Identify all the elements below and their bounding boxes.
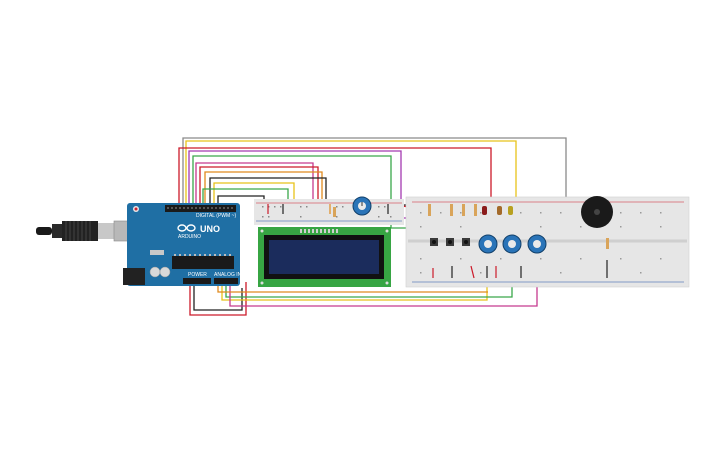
lcd-display[interactable] xyxy=(258,227,391,287)
analog-label: ANALOG IN xyxy=(214,272,242,278)
resistor-icon xyxy=(333,207,336,217)
wire-red-top[interactable] xyxy=(178,147,492,208)
resistor-3[interactable] xyxy=(462,204,465,216)
led-2[interactable] xyxy=(497,206,502,215)
pushbutton-3[interactable] xyxy=(462,238,470,246)
power-header[interactable] xyxy=(183,278,211,284)
microcontroller-chip xyxy=(172,256,234,269)
buzzer-icon[interactable] xyxy=(581,196,613,228)
arduino-logo-icon xyxy=(177,224,196,232)
led-3[interactable] xyxy=(508,206,513,215)
wire-black-1[interactable] xyxy=(209,177,327,214)
wire-purple-top[interactable] xyxy=(188,150,415,219)
wire-red-2[interactable] xyxy=(199,166,319,214)
board-brand: UNO xyxy=(200,224,220,234)
board-subtitle: ARDUINO xyxy=(178,234,201,240)
pushbutton-icon[interactable] xyxy=(430,238,438,246)
small-breadboard[interactable] xyxy=(254,199,404,225)
main-breadboard[interactable] xyxy=(405,196,690,288)
arduino-uno-board[interactable]: DIGITAL (PWM ~) UNO ARDUINO POWER ANALOG… xyxy=(123,203,242,286)
resistor-1[interactable] xyxy=(428,204,431,216)
analog-header[interactable] xyxy=(214,278,238,284)
wire-gray-buzzer[interactable] xyxy=(182,137,567,207)
lcd-screen xyxy=(269,240,379,274)
usb-cable-icon xyxy=(36,220,133,242)
wire-magenta-top[interactable] xyxy=(195,162,314,214)
capacitor-1 xyxy=(149,266,161,278)
potentiometer-4[interactable] xyxy=(527,234,547,254)
resistor-5[interactable] xyxy=(606,238,609,249)
wire-green-top[interactable] xyxy=(192,155,410,229)
potentiometer-3[interactable] xyxy=(502,234,522,254)
capacitor-2 xyxy=(159,266,171,278)
potentiometer-2[interactable] xyxy=(478,234,498,254)
wire-yellow-top[interactable] xyxy=(185,140,517,208)
led-icon[interactable] xyxy=(482,206,487,215)
wire-yellow-2[interactable] xyxy=(213,182,295,214)
pushbutton-2[interactable] xyxy=(446,238,454,246)
power-label: POWER xyxy=(188,272,207,278)
resistor-4[interactable] xyxy=(474,204,477,216)
potentiometer-icon[interactable] xyxy=(352,196,372,216)
resistor-2[interactable] xyxy=(450,204,453,216)
digital-label: DIGITAL (PWM ~) xyxy=(196,213,236,219)
